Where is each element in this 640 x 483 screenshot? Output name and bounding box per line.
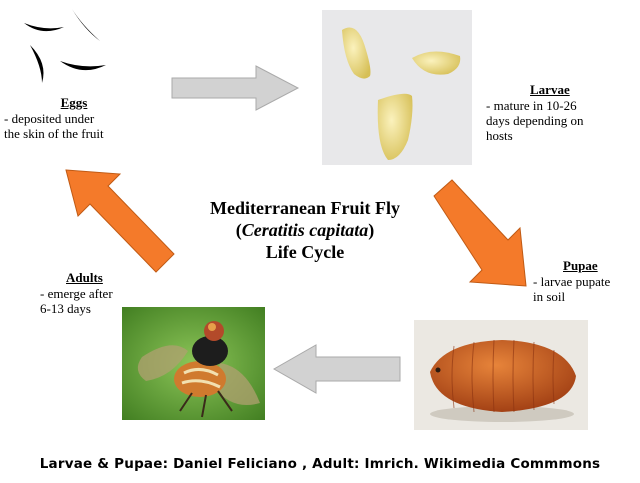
- pupae-text-1: - larvae pupate: [533, 274, 638, 289]
- diagram-title: Mediterranean Fruit Fly (Ceratitis capit…: [170, 197, 440, 263]
- eggs-title: Eggs: [4, 95, 144, 111]
- arrow-adults-to-eggs: [60, 164, 180, 284]
- adult-fly-photo: [122, 307, 265, 420]
- larvae-text-1: - mature in 10-26: [486, 98, 636, 113]
- larva-1: [342, 28, 371, 79]
- larva-3: [378, 94, 413, 160]
- scientific-name: Ceratitis capitata: [242, 220, 369, 240]
- adults-title: Adults: [40, 270, 170, 286]
- pupae-text-2: in soil: [533, 289, 638, 304]
- title-line-3: Life Cycle: [170, 241, 440, 263]
- eggs-label-block: Eggs - deposited under the skin of the f…: [4, 95, 144, 141]
- photo-credit: Larvae & Pupae: Daniel Feliciano , Adult…: [0, 456, 640, 472]
- eggs-illustration: [20, 5, 130, 85]
- larvae-label-block: Larvae - mature in 10-26 days depending …: [486, 82, 636, 143]
- arrow-larvae-to-pupae: [430, 178, 540, 293]
- pupae-label-block: Pupae - larvae pupate in soil: [533, 258, 638, 304]
- arrow-pupae-to-adults: [272, 345, 402, 393]
- larvae-title: Larvae: [486, 82, 636, 98]
- eggs-text-1: - deposited under: [4, 111, 144, 126]
- arrow-eggs-to-larvae: [172, 66, 302, 110]
- pupae-title: Pupae: [533, 258, 638, 274]
- larvae-photo: [322, 10, 472, 165]
- adults-text-1: - emerge after: [40, 286, 170, 301]
- larva-2: [412, 51, 460, 74]
- title-line-1: Mediterranean Fruit Fly: [170, 197, 440, 219]
- eggs-text-2: the skin of the fruit: [4, 126, 144, 141]
- larvae-text-2: days depending on: [486, 113, 636, 128]
- larvae-text-3: hosts: [486, 128, 636, 143]
- title-line-2: (Ceratitis capitata): [170, 219, 440, 241]
- pupa-photo: [414, 320, 588, 430]
